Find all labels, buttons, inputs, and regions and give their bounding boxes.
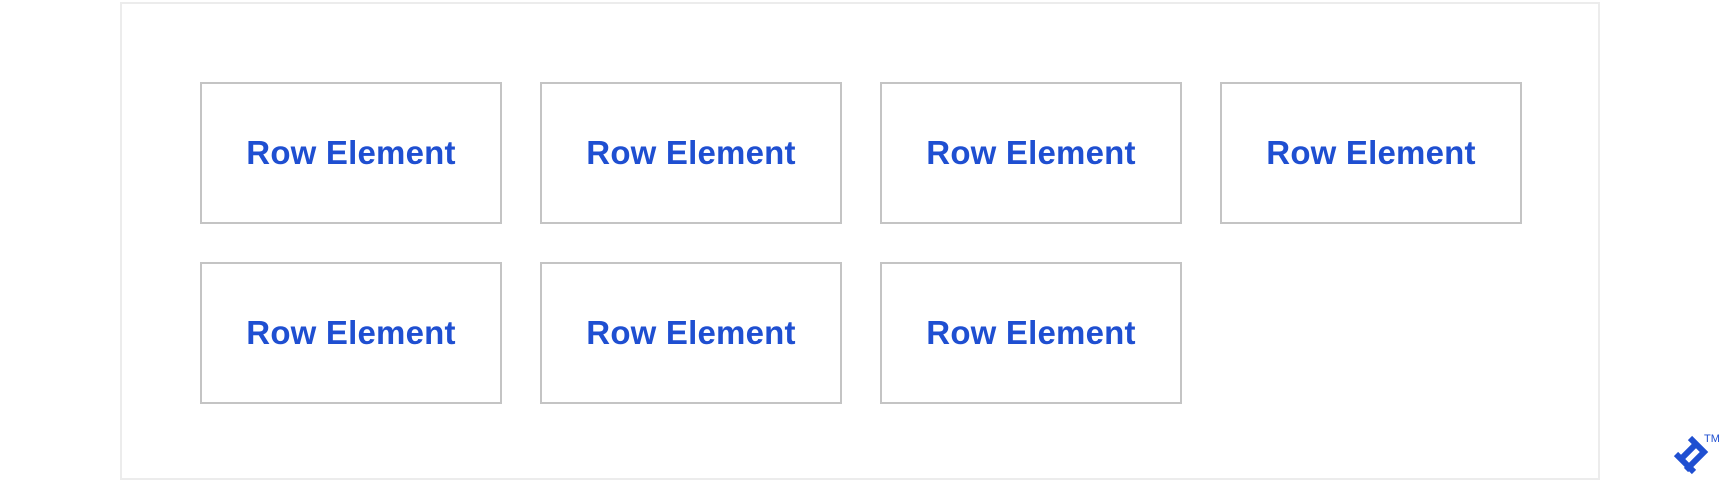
row-element-label: Row Element — [926, 134, 1136, 171]
row-element-label: Row Element — [586, 134, 796, 171]
row-element-box: Row Element — [200, 262, 502, 404]
row-element-box: Row Element — [1220, 82, 1522, 224]
row-2: Row Element Row Element Row Element — [200, 262, 1182, 404]
row-element-label: Row Element — [926, 314, 1136, 351]
row-element-box: Row Element — [540, 262, 842, 404]
row-element-label: Row Element — [586, 314, 796, 351]
flex-wrap-container: Row Element Row Element Row Element Row … — [120, 2, 1600, 480]
row-element-box: Row Element — [880, 262, 1182, 404]
row-element-label: Row Element — [246, 314, 456, 351]
trademark-mark: TM — [1704, 433, 1720, 445]
row-element-label: Row Element — [1266, 134, 1476, 171]
toptal-logo-icon — [1673, 435, 1709, 475]
row-element-box: Row Element — [200, 82, 502, 224]
row-element-box: Row Element — [880, 82, 1182, 224]
row-element-box: Row Element — [540, 82, 842, 224]
row-element-label: Row Element — [246, 134, 456, 171]
row-1: Row Element Row Element Row Element Row … — [200, 82, 1522, 224]
